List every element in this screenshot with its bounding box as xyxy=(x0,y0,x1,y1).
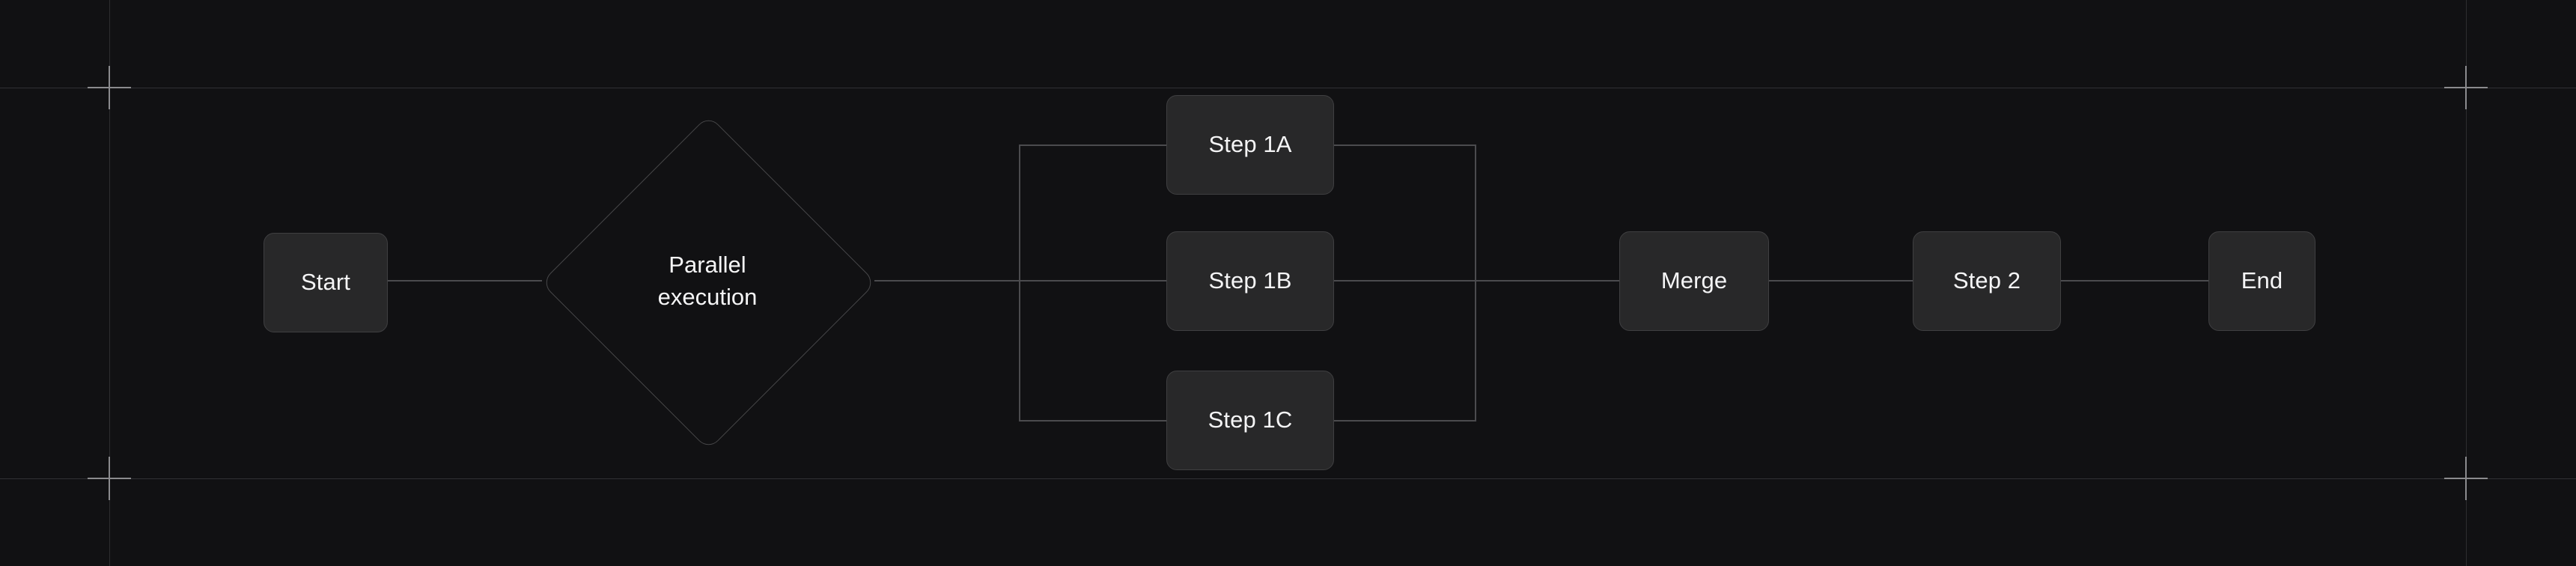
edge-merge-to-step2 xyxy=(1769,280,1914,282)
node-end[interactable]: End xyxy=(2208,231,2315,331)
crosshair-bottom-right[interactable] xyxy=(2444,457,2488,500)
node-step-2[interactable]: Step 2 xyxy=(1913,231,2061,331)
edge-parallel-to-split xyxy=(874,280,1020,282)
edge-step2-to-end xyxy=(2061,280,2210,282)
edge-split-to-step1c xyxy=(1019,420,1167,422)
edge-split-rail xyxy=(1019,144,1020,421)
node-parallel-execution[interactable]: Parallel execution xyxy=(540,114,877,451)
crosshair-bottom-left[interactable] xyxy=(88,457,131,500)
node-parallel-execution-label: Parallel execution xyxy=(657,252,758,310)
crosshair-top-right[interactable] xyxy=(2444,66,2488,109)
edge-start-to-parallel xyxy=(388,280,542,282)
node-step-1b[interactable]: Step 1B xyxy=(1166,231,1334,331)
node-merge[interactable]: Merge xyxy=(1619,231,1769,331)
node-start[interactable]: Start xyxy=(264,233,388,332)
left-guide-line xyxy=(109,0,110,566)
edge-step1a-to-join xyxy=(1334,144,1476,146)
edge-join-rail xyxy=(1475,144,1476,421)
edge-step1b-to-join xyxy=(1334,280,1476,282)
node-step-1c[interactable]: Step 1C xyxy=(1166,371,1334,470)
right-guide-line xyxy=(2466,0,2467,566)
edge-step1c-to-join xyxy=(1334,420,1476,422)
crosshair-top-left[interactable] xyxy=(88,66,131,109)
node-step-1a[interactable]: Step 1A xyxy=(1166,95,1334,195)
edge-join-to-merge xyxy=(1475,280,1621,282)
edge-split-to-step1b xyxy=(1019,280,1167,282)
bottom-guide-line xyxy=(0,478,2576,479)
edge-split-to-step1a xyxy=(1019,144,1167,146)
